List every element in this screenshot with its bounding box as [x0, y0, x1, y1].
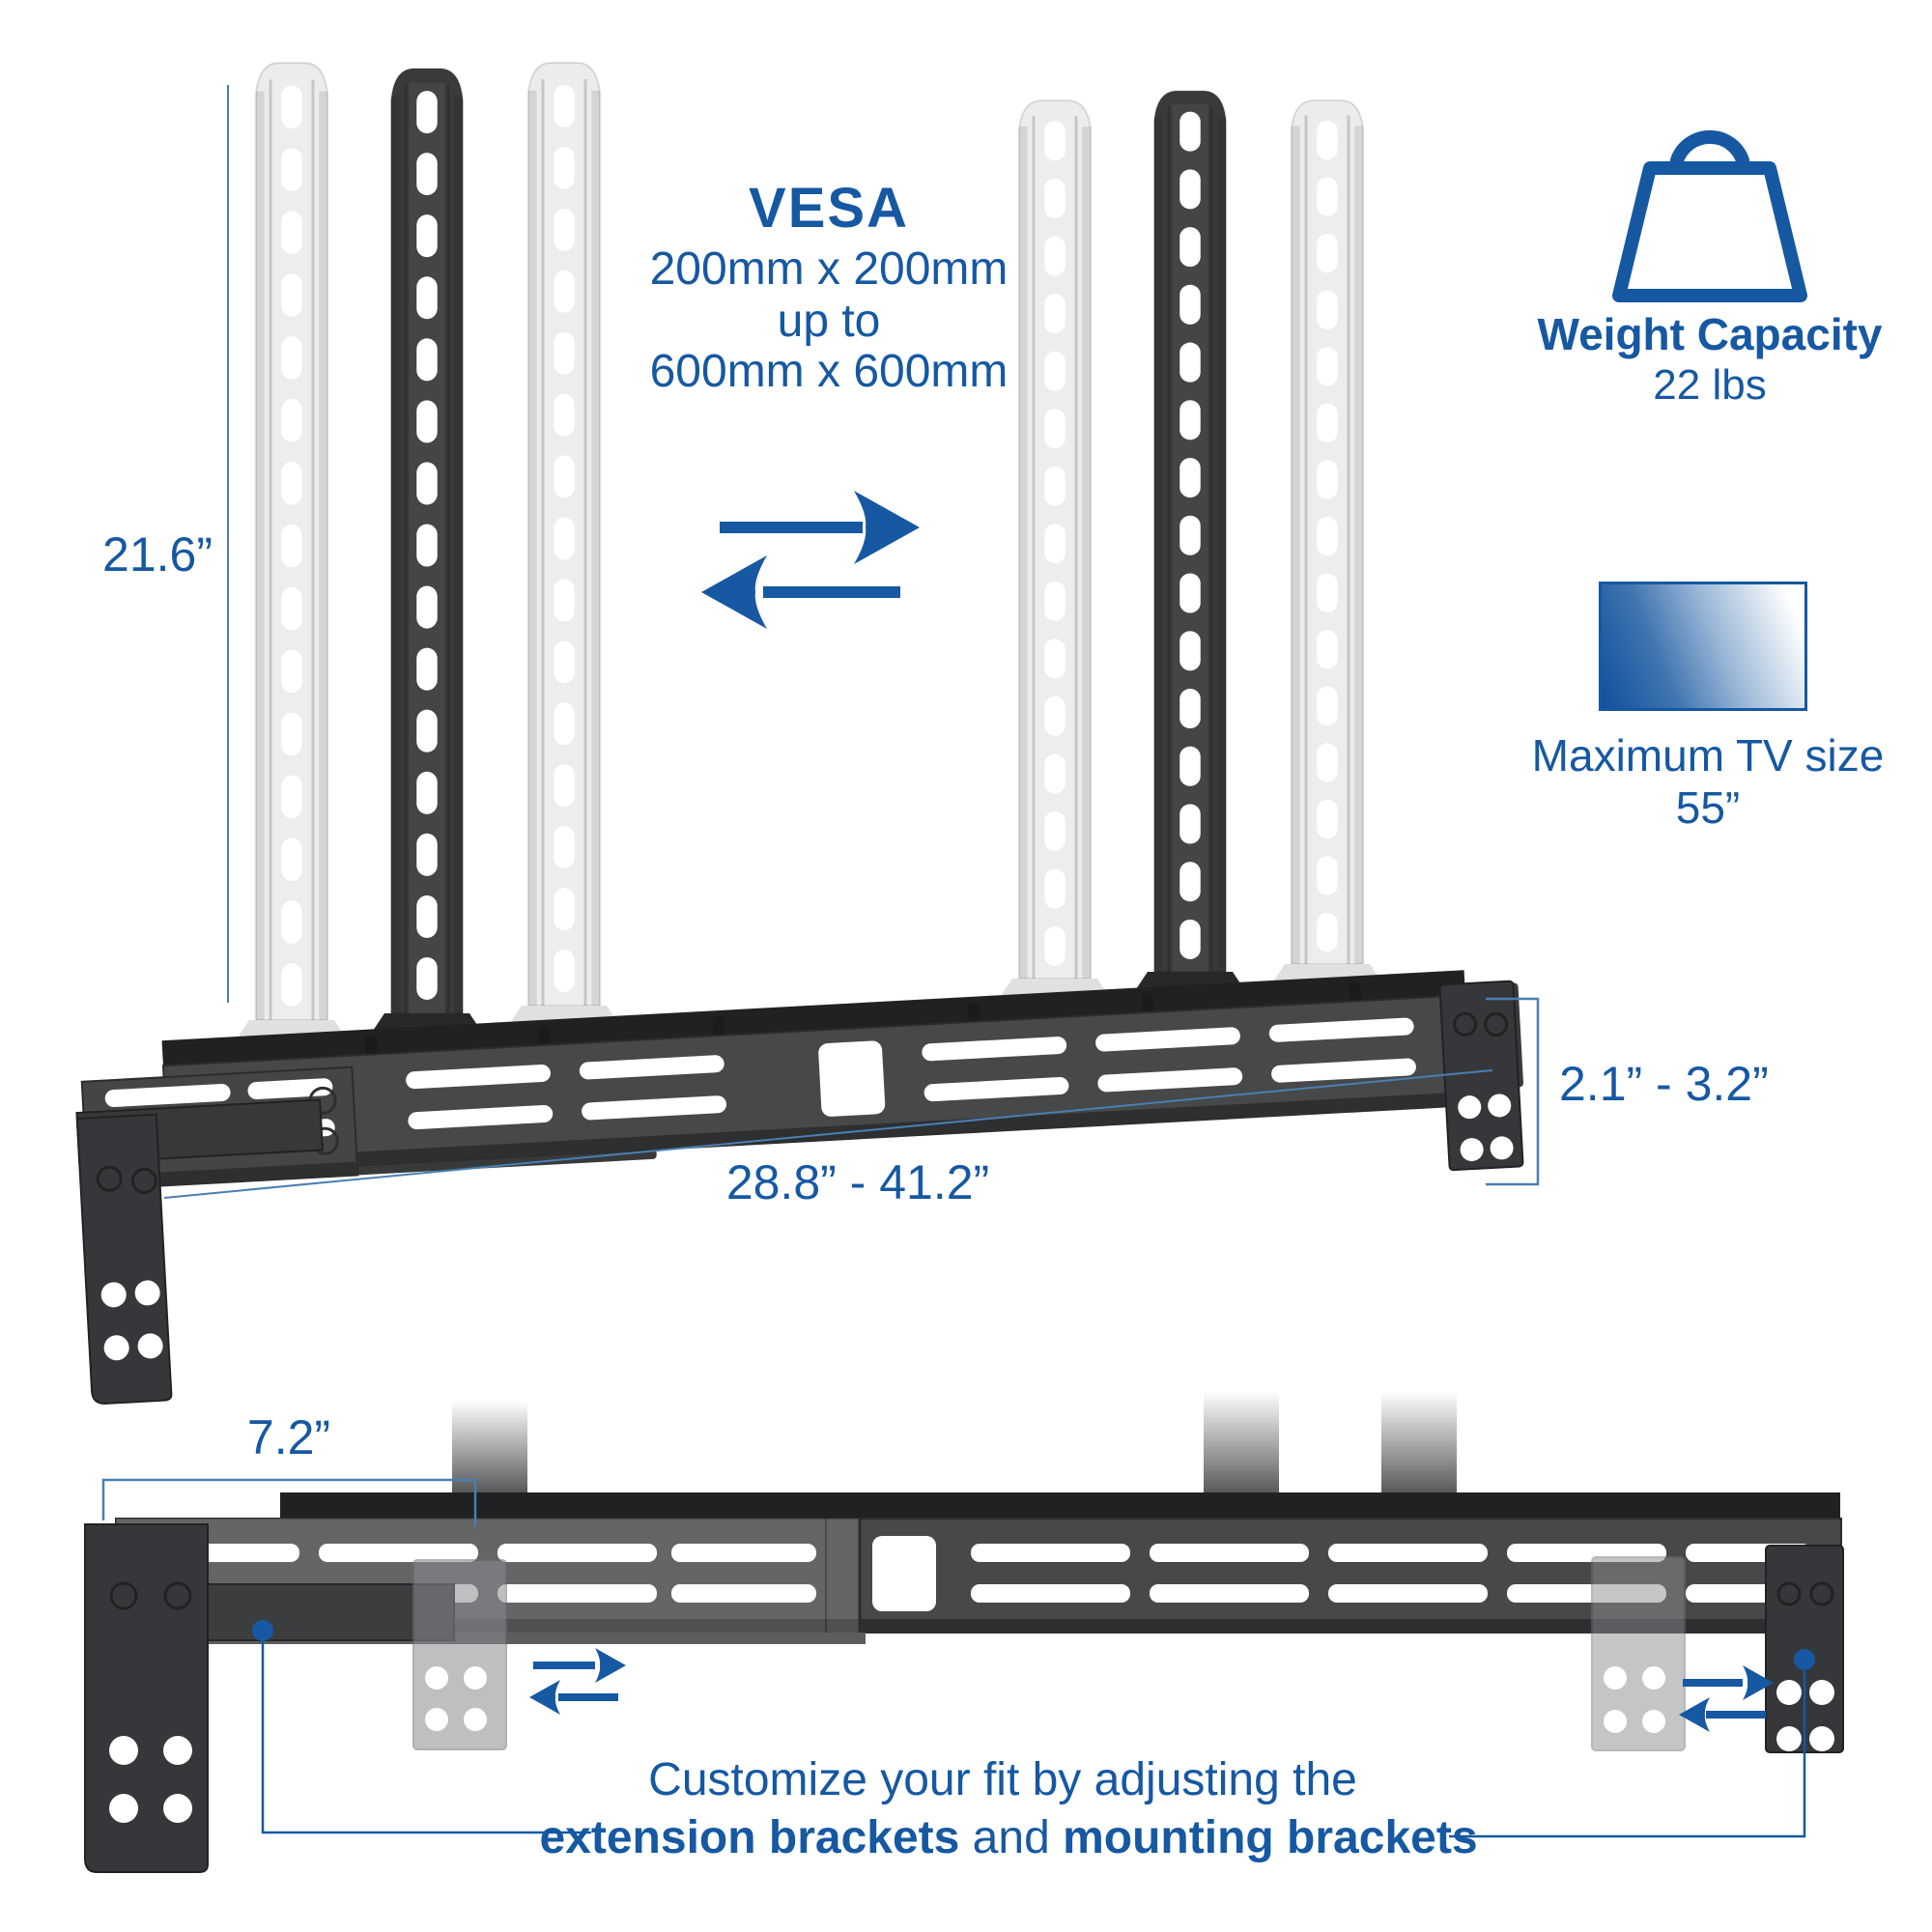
- dimension-lines-top: [163, 85, 1540, 1199]
- bottom-mounting-bracket-left: [84, 1523, 455, 1873]
- ghost-bracket-right: [1591, 1556, 1686, 1751]
- callout-leaders: [261, 1641, 1806, 1838]
- bottom-bar-center-hole: [872, 1536, 936, 1611]
- soundbar-bracket-bar: [75, 970, 1524, 1405]
- max-tv-size-value: 55”: [1675, 782, 1741, 833]
- label-extension-length: 7.2”: [246, 1410, 331, 1464]
- mounting-bracket-right: [1438, 980, 1524, 1172]
- vesa-size-min: 200mm x 200mm: [649, 243, 1009, 295]
- swap-arrows-small-right: [1679, 1665, 1774, 1732]
- dimension-extension-length: [101, 1478, 477, 1526]
- flange-clips: [364, 981, 1362, 1059]
- callout-dot-extension: [252, 1620, 273, 1641]
- mounting-bracket-left: [75, 1098, 324, 1405]
- caption-bold-extension: extension brackets: [539, 1812, 960, 1863]
- ghost-bracket-left: [412, 1559, 507, 1750]
- swap-arrows-small-left: [529, 1648, 626, 1715]
- bottom-bar-slots: [140, 1536, 1811, 1611]
- vesa-arm-ghost: [1290, 99, 1365, 964]
- vesa-title: VESA: [749, 177, 909, 240]
- label-bracket-height-range: 2.1” - 3.2”: [1559, 1057, 1769, 1111]
- bar-center-hole: [818, 1040, 886, 1117]
- vesa-range-word: up to: [777, 296, 881, 347]
- weight-capacity-label: Weight Capacity: [1537, 309, 1883, 359]
- weight-kettlebell-icon: [1612, 129, 1807, 302]
- caption-line1: Customize your fit by adjusting the: [648, 1754, 1357, 1805]
- vesa-arm-black: [389, 68, 465, 1013]
- callout-dot-mounting: [1794, 1649, 1815, 1670]
- vesa-arm-ghost: [1017, 99, 1093, 979]
- tv-size-swatch: [1599, 582, 1807, 711]
- label-bar-width-range: 28.8” - 41.2”: [725, 1155, 990, 1209]
- dimension-line-bar-width: [163, 1069, 1493, 1199]
- vesa-arm-black: [1152, 90, 1228, 972]
- swap-arrows-icon: [701, 491, 920, 629]
- max-tv-size-label: Maximum TV size: [1531, 730, 1885, 781]
- bottom-view: [84, 1391, 1844, 1873]
- vesa-arm-ghost: [254, 62, 329, 1020]
- vesa-arm-ghost: [526, 61, 602, 1006]
- caption-connector: and: [959, 1812, 1064, 1863]
- label-arm-height: 21.6”: [102, 527, 213, 582]
- bottom-bar-flange: [280, 1492, 1840, 1520]
- caption-bold-mounting: mounting brackets: [1063, 1812, 1478, 1863]
- caption-line2: extension brackets and mounting brackets: [539, 1812, 1478, 1863]
- vesa-size-max: 600mm x 600mm: [649, 346, 1009, 397]
- weight-capacity-value: 22 lbs: [1653, 361, 1767, 409]
- bar-top-flange: [161, 970, 1466, 1068]
- dimension-bracket-height: [1486, 997, 1540, 1186]
